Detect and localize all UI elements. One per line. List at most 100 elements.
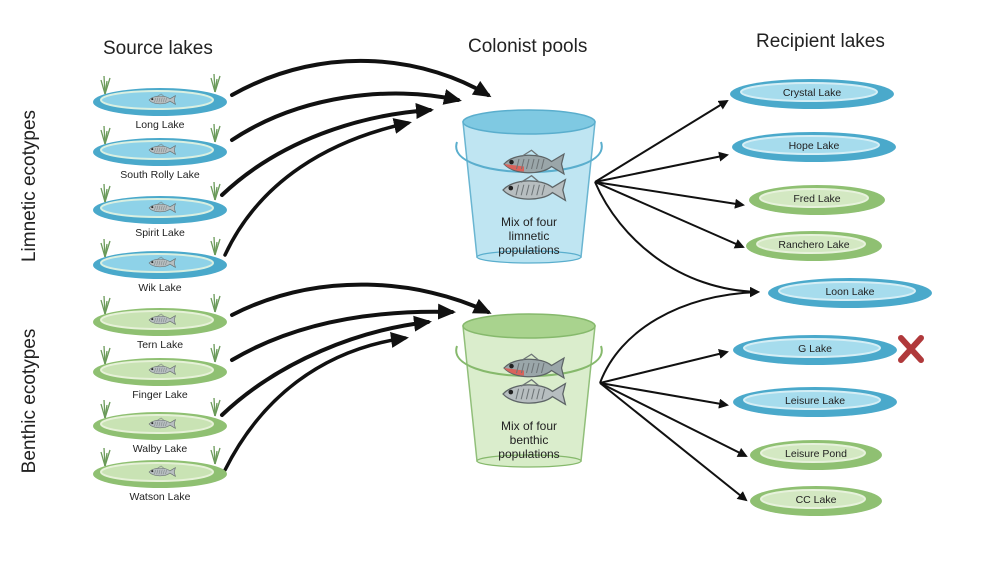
fish-body (148, 258, 176, 268)
bucket-base (476, 454, 582, 468)
lake-shallows (743, 338, 881, 358)
bucket-to-lake-arrow (599, 349, 729, 384)
x-stroke (898, 335, 924, 363)
source-lake-label: South Rolly Lake (120, 169, 200, 181)
fish-stripe (165, 367, 167, 373)
grass-icon (210, 397, 221, 417)
source-lake: South Rolly Lake (93, 123, 227, 181)
source-lake: Walby Lake (93, 397, 227, 455)
fish-stripe (165, 205, 167, 211)
source-to-bucket-arrow (223, 332, 409, 472)
source-lake-label: Finger Lake (132, 389, 188, 401)
lake-fish (148, 465, 176, 477)
recipient-lake-label: CC Lake (796, 494, 837, 506)
source-lake: Watson Lake (93, 445, 227, 503)
fish-stripe (165, 317, 167, 323)
source-lake-label: Watson Lake (130, 491, 191, 503)
bucket-to-lake-arrow (599, 382, 748, 502)
fish-stripe (526, 158, 530, 170)
fish-fin (520, 378, 540, 387)
fish-stripe (160, 469, 163, 475)
fish-stripe (520, 184, 525, 196)
fish-body (148, 419, 176, 429)
lake-shallows (759, 188, 869, 208)
fish-stripe (516, 158, 520, 170)
fish-stripe (163, 260, 165, 266)
grass-blade (214, 75, 221, 93)
recipient-lake-label: Leisure Lake (785, 395, 845, 407)
fish-stripe (158, 367, 161, 373)
grass-icon (100, 183, 111, 203)
fish-stripe (160, 205, 163, 211)
fish-stripe (154, 205, 156, 211)
recipient-lake: CC Lake (750, 486, 882, 516)
bucket-to-lake-arrow (599, 382, 748, 457)
bucket-caption-line: populations (498, 243, 559, 257)
fish-body (502, 382, 567, 406)
recipient-lake: Crystal Lake (730, 79, 894, 109)
fish-stripe (165, 147, 167, 153)
grass-icon (100, 447, 111, 467)
fish-stripe (156, 260, 159, 266)
bucket-to-lake-arrow (594, 181, 745, 249)
fish-stripe (531, 184, 535, 196)
fish-stripe (163, 367, 165, 373)
grass-blade (214, 447, 221, 465)
source-to-bucket-arrow (230, 303, 456, 362)
fish-eye (509, 363, 514, 369)
grass-blade (104, 240, 111, 258)
grass-icon (210, 73, 221, 93)
bucket-fish (502, 174, 567, 202)
fish-stripe (158, 260, 161, 266)
fish-stripe (521, 158, 525, 170)
lake-shallows (760, 443, 866, 463)
fish-body (148, 365, 176, 375)
recipient-lake-label: Hope Lake (789, 140, 840, 152)
bucket-caption-line: limnetic (509, 229, 550, 243)
fish-fin (156, 143, 165, 147)
fish-stripe (165, 97, 167, 103)
fish-stripe (160, 317, 163, 323)
fish-stripe (154, 469, 156, 475)
lake-fish (148, 93, 176, 105)
fish-stripe (158, 317, 161, 323)
fish-stripe (154, 317, 156, 323)
fish-stripe (536, 362, 540, 374)
grass-blade (214, 295, 221, 313)
source-to-bucket-arrow (230, 282, 492, 317)
fish-stripe (160, 147, 163, 153)
fish-eye (151, 261, 154, 264)
fish-stripe (163, 317, 165, 323)
bucket-to-lake-arrow (599, 382, 729, 409)
source-lake: Wik Lake (93, 236, 227, 294)
fish-stripe (156, 367, 159, 373)
fish-fin (156, 465, 165, 469)
bucket-to-lake-arrow (594, 181, 760, 297)
lake-fish (148, 363, 176, 375)
fish-stripe (536, 388, 540, 400)
fish-eye (151, 422, 154, 425)
fish-fin (156, 201, 165, 205)
fish-stripe (525, 388, 530, 400)
fish-stripe (525, 184, 530, 196)
grass-blade (104, 347, 111, 365)
fish-stripe (163, 205, 165, 211)
source-lake: Long Lake (93, 73, 227, 131)
failed-x-icon (898, 335, 924, 363)
source-lake-label: Wik Lake (138, 282, 181, 294)
fish-eye (151, 470, 154, 473)
recipient-lake: Leisure Pond (750, 440, 882, 470)
recipient-lake-label: Leisure Pond (785, 448, 847, 460)
fish-eye (508, 185, 514, 191)
source-lake-label: Spirit Lake (135, 227, 185, 239)
fish-stripe (154, 421, 156, 427)
fish-stripe (541, 158, 545, 170)
fish-throat (504, 368, 524, 376)
fish-fin (156, 417, 165, 421)
grass-icon (100, 295, 111, 315)
fish-stripe (165, 421, 167, 427)
lake-fish (148, 256, 176, 268)
fish-stripe (158, 421, 161, 427)
bucket-caption-line: populations (498, 447, 559, 461)
recipient-lake: Hope Lake (732, 132, 896, 162)
